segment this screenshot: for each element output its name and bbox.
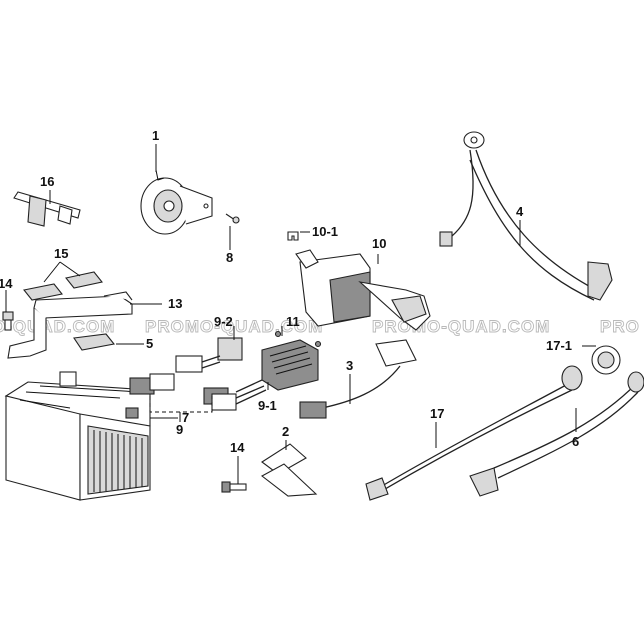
callout-5: 5 xyxy=(146,336,153,351)
callout-9: 9 xyxy=(176,422,183,437)
part-2-clip[interactable] xyxy=(260,443,318,497)
part-14-bolt-left[interactable] xyxy=(2,311,14,331)
part-13-tray[interactable] xyxy=(7,291,133,359)
part-10-starter-relay[interactable] xyxy=(295,249,431,331)
callout-9-2: 9-2 xyxy=(214,314,233,329)
leader-lines xyxy=(5,144,596,484)
part-17-1-cap[interactable] xyxy=(591,345,621,375)
part-14-bolt-bottom[interactable] xyxy=(221,481,247,493)
callout-10: 10 xyxy=(372,236,386,251)
callout-15: 15 xyxy=(54,246,68,261)
callout-8: 8 xyxy=(226,250,233,265)
part-17-cable[interactable] xyxy=(365,365,583,501)
watermark-segment: PRO xyxy=(600,317,640,336)
part-9-1-regulator[interactable] xyxy=(235,339,319,405)
callout-13: 13 xyxy=(168,296,182,311)
callout-1: 1 xyxy=(152,128,159,143)
callout-7: 7 xyxy=(182,410,189,425)
watermark-segment: O-QUAD.COM xyxy=(0,317,115,336)
part-16-bracket[interactable] xyxy=(13,191,81,227)
part-8-screw[interactable] xyxy=(225,213,240,224)
callout-14-left: 14 xyxy=(0,276,13,291)
callout-17-1: 17-1 xyxy=(546,338,572,353)
part-5-pad[interactable] xyxy=(73,333,116,351)
watermark-segment: PROMO-QUAD.COM xyxy=(372,317,550,336)
callout-10-1: 10-1 xyxy=(312,224,338,239)
callout-2: 2 xyxy=(282,424,289,439)
callout-17: 17 xyxy=(430,406,444,421)
callout-9-1: 9-1 xyxy=(258,398,277,413)
part-7-battery[interactable] xyxy=(4,371,151,501)
part-4-ground-wire[interactable] xyxy=(439,131,613,301)
part-9-connectors[interactable] xyxy=(129,373,237,413)
callout-16: 16 xyxy=(40,174,54,189)
callout-6: 6 xyxy=(572,434,579,449)
part-3-sensor[interactable] xyxy=(299,339,417,419)
callout-14-bottom: 14 xyxy=(230,440,245,455)
part-6-cable[interactable] xyxy=(469,371,644,497)
part-10-1-clip[interactable] xyxy=(287,231,299,241)
part-1-horn[interactable] xyxy=(140,169,213,235)
callout-labels: 1 16 15 14 13 5 8 10-1 10 4 9-2 11 9-1 9… xyxy=(0,128,579,455)
part-9-2-connector[interactable] xyxy=(175,337,243,373)
callout-4: 4 xyxy=(516,204,524,219)
part-15-pads[interactable] xyxy=(23,271,103,301)
callout-3: 3 xyxy=(346,358,353,373)
part-11-screw[interactable] xyxy=(274,330,322,348)
callout-11: 11 xyxy=(286,314,300,329)
